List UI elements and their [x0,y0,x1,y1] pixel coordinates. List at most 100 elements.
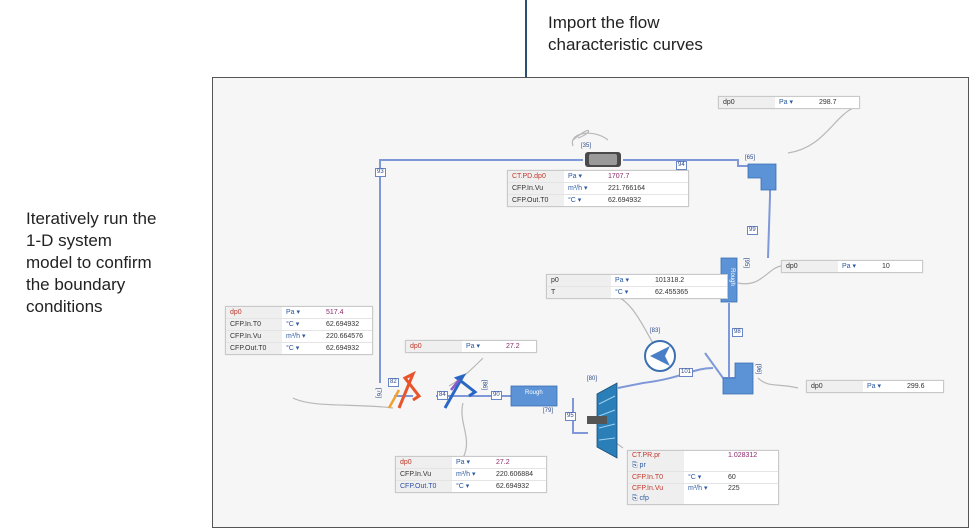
connector-tag: 98 [732,328,743,337]
flow-line [623,159,748,167]
param-value[interactable]: 62.455365 [655,289,689,296]
param-sub: ⎘ pr [632,462,646,469]
signal-wire [292,397,394,409]
unit-select[interactable]: Pa [282,307,324,318]
tee-bottom-id-label: [96] [755,363,762,375]
param-name: CFP.In.T0 [628,472,684,483]
annotation-line: model to confirm [26,253,152,272]
param-name: CFP.In.Vu [508,183,564,194]
param-value[interactable]: 299.6 [907,383,925,390]
fan-blade [598,409,616,417]
param-value[interactable]: 1707.7 [608,173,630,180]
annotation-line: conditions [26,297,103,316]
param-sub: ⎘ cfp [632,495,649,502]
param-value[interactable]: 27.2 [496,459,510,466]
unit-empty [684,451,726,471]
cooler-component[interactable] [571,132,621,167]
param-value[interactable]: 220.664576 [326,333,363,340]
param-value[interactable]: 225 [728,485,740,492]
unit-select[interactable]: °C [282,319,324,330]
flow-line [767,186,771,259]
bottom-param-panel[interactable]: dp0 Pa 27.2 CFP.In.Vu m³/h 220.606884 CF… [395,456,547,493]
pump-component[interactable] [644,340,676,372]
param-value[interactable]: 101318.2 [655,277,685,284]
heat-exchanger-right[interactable] [443,373,478,409]
param-name: CT.PD.dp0 [508,171,564,182]
param-value[interactable]: 1.028312 [728,452,758,459]
param-name: dp0 [226,307,282,318]
unit-select[interactable]: m³/h [452,469,494,480]
fan-blade [598,395,616,405]
ct-pr-panel[interactable]: CT.PR.pr ⎘ pr 1.028312 CFP.In.T0 °C 60 C… [627,450,779,505]
param-name: CFP.In.Vu [226,331,282,342]
unit-select[interactable]: Pa [452,457,494,468]
param-name: CFP.Out.T0 [226,343,282,354]
dp0-panel-top-right[interactable]: dp0 Pa 298.7 [718,96,860,109]
model-canvas[interactable]: [35] [65] [83] [80] Rough Rough [79] [95… [212,77,969,528]
unit-select[interactable]: Pa [564,171,606,182]
fan-shaft [587,416,607,424]
param-value[interactable]: 298.7 [819,99,837,106]
rough-right-id-label: [95] [743,257,750,269]
unit-select[interactable]: Pa [611,275,653,286]
connector-tag: 101 [679,368,694,377]
unit-select[interactable]: m³/h [282,331,324,342]
signal-wire [737,265,782,285]
connector-tag: 95 [565,412,576,421]
tee-top-component[interactable] [747,163,777,191]
param-name: T [547,287,611,298]
unit-select[interactable]: Pa [838,261,880,272]
param-value[interactable]: 60 [728,474,736,481]
param-value[interactable]: 517.4 [326,309,344,316]
param-value[interactable]: 27.2 [506,343,520,350]
rough-mid-id-label: [79] [543,408,554,414]
param-name-text: CT.PR.pr [632,452,661,459]
p0-t-panel[interactable]: p0 Pa 101318.2 T °C 62.455365 [546,274,728,299]
param-value[interactable]: 62.694932 [608,197,642,204]
unit-select[interactable]: m³/h [684,484,726,504]
annotation-line: 1-D system [26,231,112,250]
flow-line [728,303,735,379]
rough-mid-component[interactable] [510,385,558,407]
dp0-panel-right[interactable]: dp0 Pa 10 [781,260,923,273]
param-name: CFP.In.Vu [396,469,452,480]
connector-tag: 82 [388,378,399,387]
param-name: p0 [547,275,611,286]
signal-wire [787,107,854,154]
unit-select[interactable]: °C [611,287,653,298]
dp0-panel-mid[interactable]: dp0 Pa 27.2 [405,340,537,353]
unit-select[interactable]: Pa [775,97,817,108]
rough-right-label: Rough [728,268,735,286]
tee-bottom-component[interactable] [722,362,754,395]
pump-id-label: [83] [650,328,661,334]
unit-select[interactable]: °C [282,343,324,354]
fan-blade [598,423,616,429]
unit-select[interactable]: Pa [462,341,504,352]
annotation-iterate: Iteratively run the 1-D system model to … [26,208,216,318]
cooler-handle [571,132,609,147]
param-value[interactable]: 220.606884 [496,471,533,478]
param-value[interactable]: 62.694932 [496,483,530,490]
heat-exchanger-left[interactable] [387,370,422,409]
unit-select[interactable]: °C [684,472,726,483]
connector-tag: 84 [437,391,448,400]
unit-select[interactable]: °C [564,195,606,206]
ct-pd-panel[interactable]: CT.PD.dp0 Pa 1707.7 CFP.In.Vu m³/h 221.7… [507,170,689,207]
unit-select[interactable]: °C [452,481,494,492]
fan-blade [598,437,616,441]
param-value[interactable]: 221.766164 [608,185,645,192]
unit-select[interactable]: Pa [863,381,905,392]
hx-right-coil-accent [450,379,460,391]
param-value[interactable]: 62.694932 [326,345,360,352]
left-param-panel[interactable]: dp0 Pa 517.4 CFP.In.T0 °C 62.694932 CFP.… [225,306,373,355]
cooler-highlight [589,154,617,165]
param-name: CFP.Out.T0 [396,481,452,492]
dp0-panel-lower-right[interactable]: dp0 Pa 299.6 [806,380,944,393]
signal-wire [461,402,468,459]
hx-left-id-label: [76] [375,387,382,399]
param-value[interactable]: 10 [882,263,890,270]
fan-component[interactable] [587,382,618,459]
param-value[interactable]: 62.694932 [326,321,360,328]
unit-select[interactable]: m³/h [564,183,606,194]
param-name: CFP.In.T0 [226,319,282,330]
